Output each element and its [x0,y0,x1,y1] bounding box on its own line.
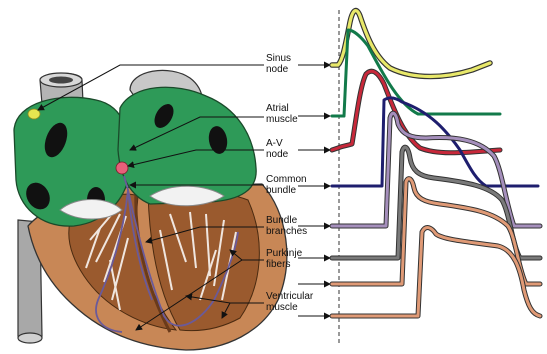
label-common-bundle: Common bundle [266,174,307,196]
av-node [116,162,128,174]
common-bundle-trace [332,98,538,186]
sinus-node [28,109,40,119]
ventricular-muscle-trace-2 [332,228,540,316]
label-sinus-node: Sinus node [266,53,291,75]
label-purkinje-fibers: Purkinje fibers [266,248,302,270]
label-av-node: A-V node [266,138,288,160]
bundle-branches-trace [332,113,540,226]
label-ventricular-muscle: Ventricular muscle [266,291,313,313]
heart-illustration [14,70,287,350]
label-atrial-muscle: Atrial muscle [266,103,298,125]
action-potential-traces [332,11,540,316]
label-bundle-branches: Bundle branches [266,215,307,237]
sinus-node-trace [332,11,490,77]
